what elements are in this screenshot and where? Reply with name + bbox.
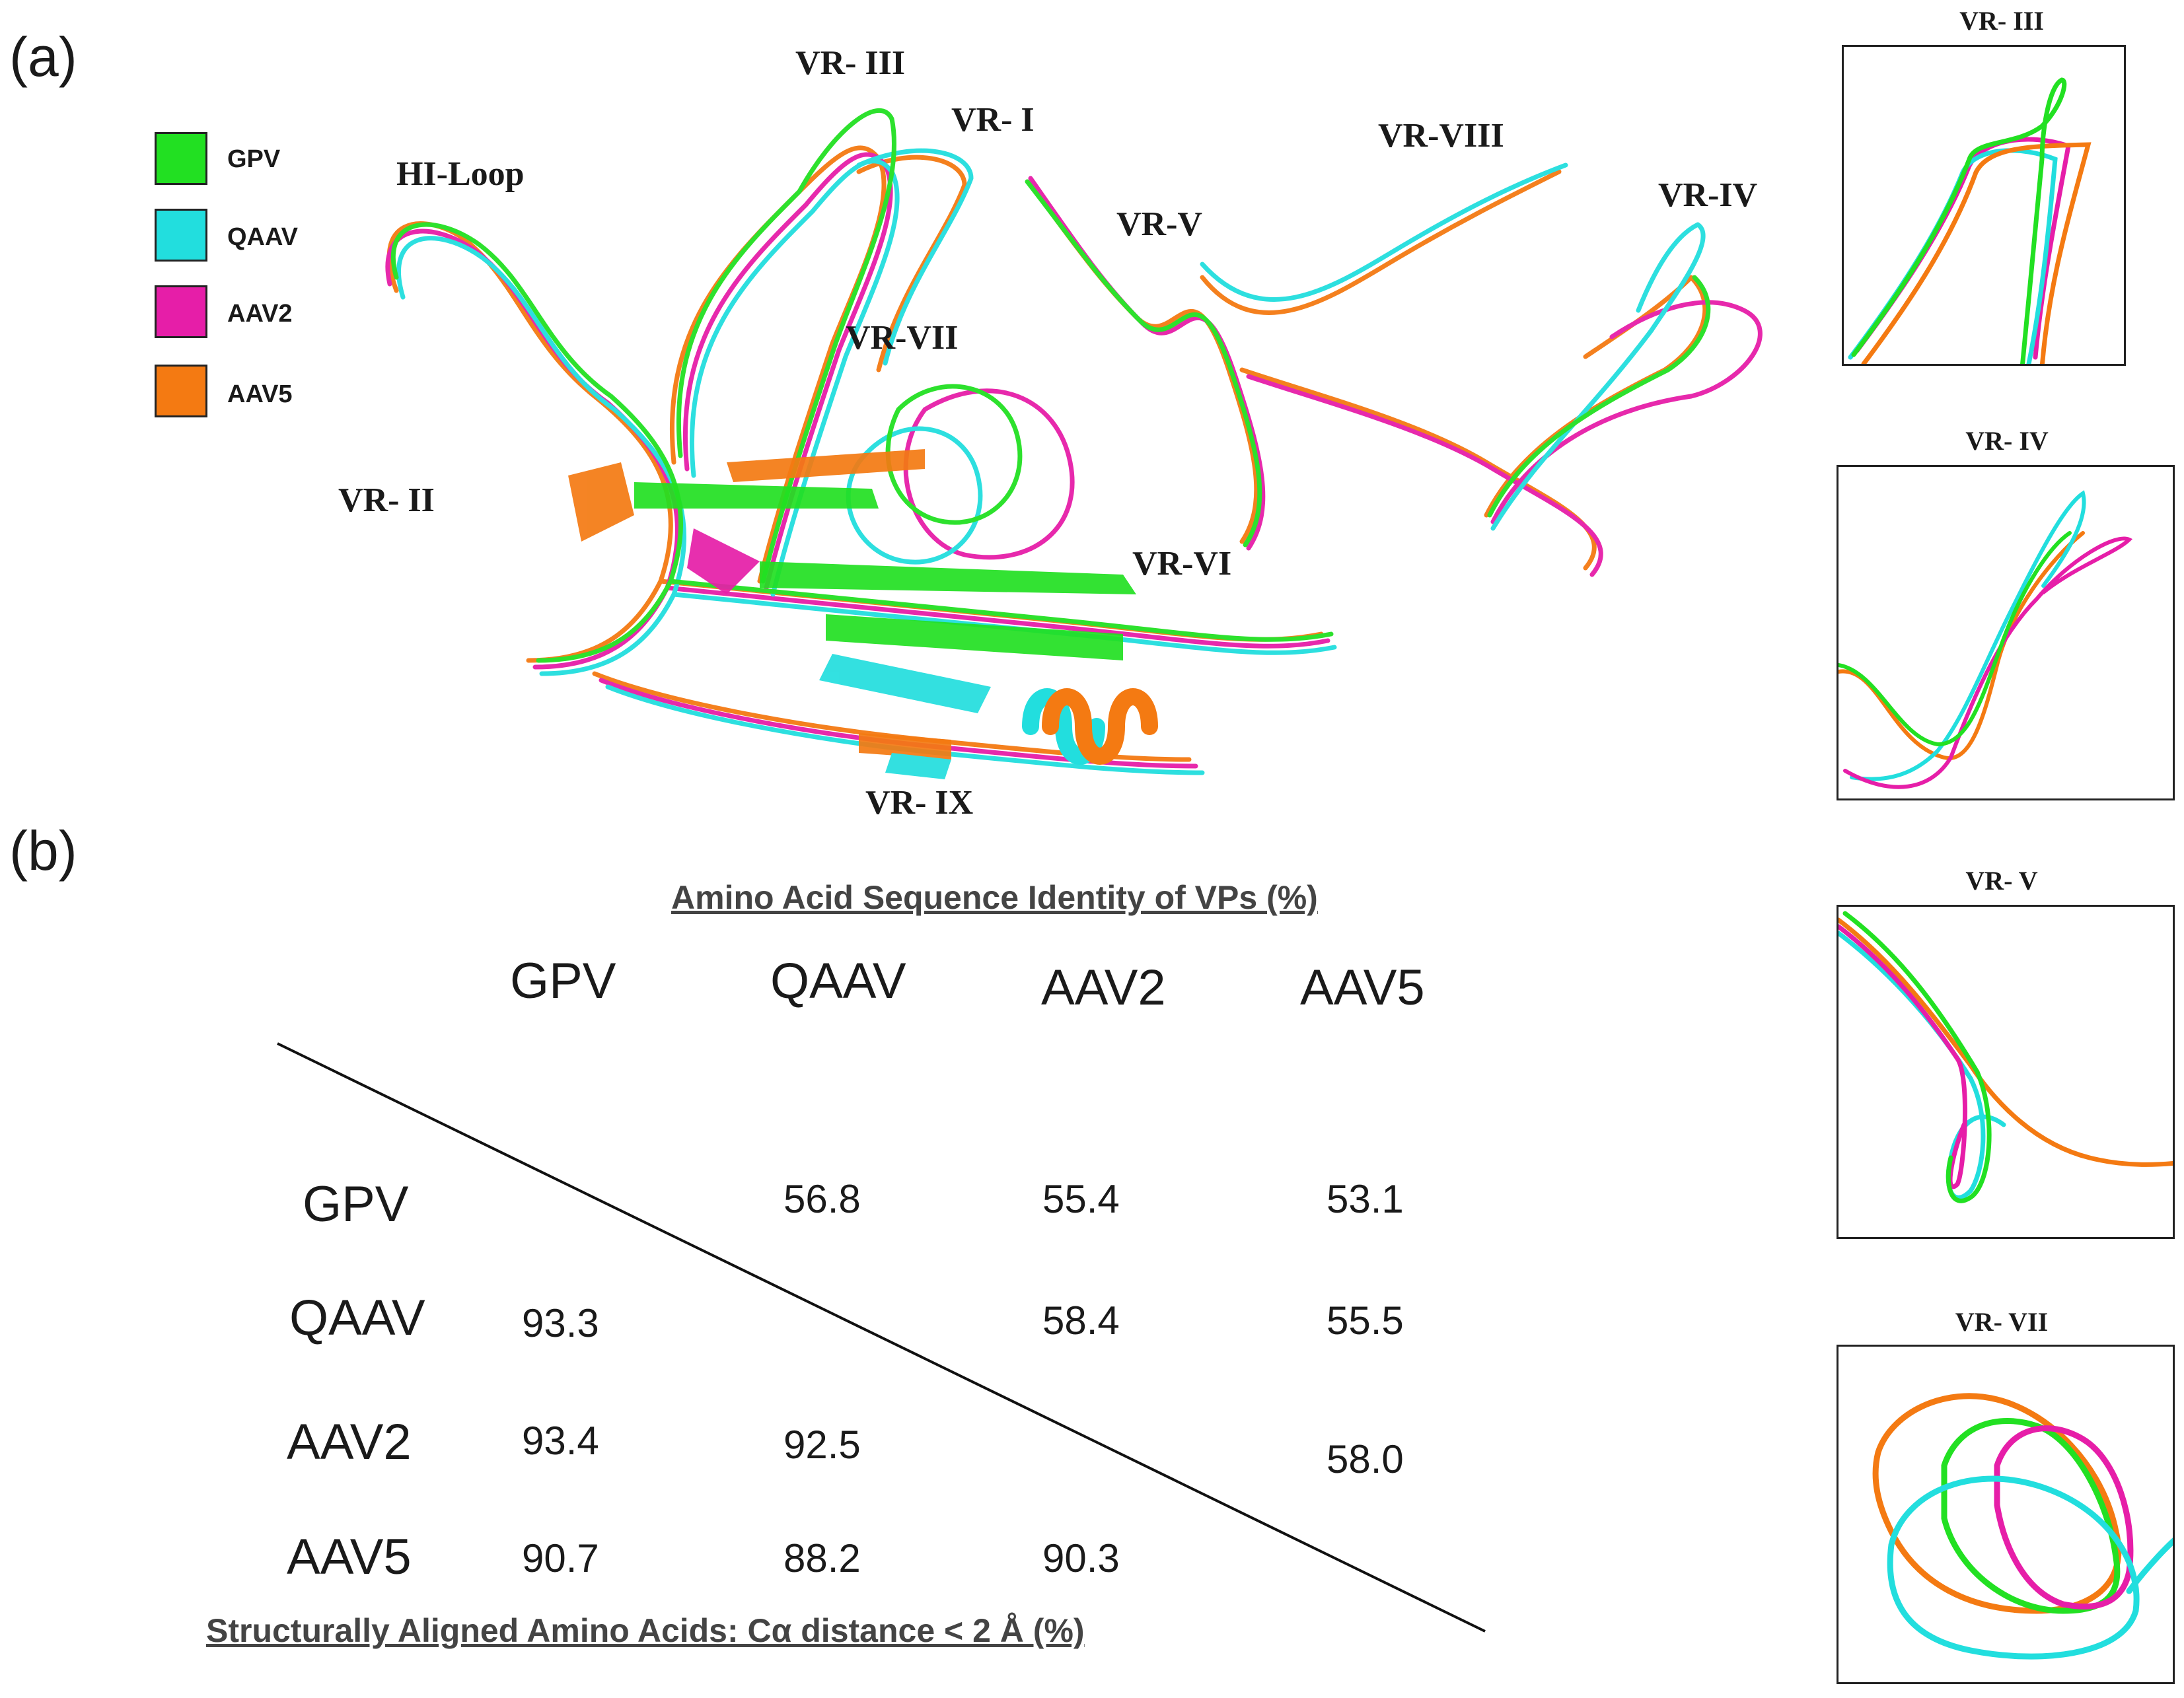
inset-vr-iv-image: [1838, 490, 2133, 789]
cell-aav5-qaav: 88.2: [783, 1536, 861, 1580]
cell-gpv-aav2: 55.4: [1042, 1177, 1120, 1221]
cell-aav5-aav2: 90.3: [1042, 1536, 1120, 1580]
inset-title-vr-v: VR- V: [1965, 866, 2038, 896]
col-head-aav5: AAV5: [1300, 960, 1425, 1016]
cell-aav5-gpv: 90.7: [522, 1536, 599, 1580]
cell-qaav-aav5: 55.5: [1327, 1298, 1404, 1343]
cell-qaav-aav2: 58.4: [1042, 1298, 1120, 1343]
table-upper-title: Amino Acid Sequence Identity of VPs (%): [671, 879, 1318, 916]
label-vr-vi: VR-VI: [1132, 545, 1232, 583]
inset-title-vr-iv: VR- IV: [1965, 426, 2049, 456]
legend-swatch-aav2: [155, 285, 207, 338]
label-vr-ii: VR- II: [338, 481, 435, 519]
table-lower-title: Structurally Aligned Amino Acids: Cα dis…: [206, 1612, 1085, 1649]
cell-aav2-aav5: 58.0: [1327, 1437, 1404, 1481]
col-head-gpv: GPV: [510, 953, 616, 1009]
row-head-aav5: AAV5: [287, 1529, 412, 1585]
inset-vr-iii: [1842, 45, 2126, 366]
cell-gpv-aav5: 53.1: [1327, 1177, 1404, 1221]
legend-label-aav2: AAV2: [227, 300, 293, 328]
inset-vr-iii-image: [1848, 77, 2092, 364]
inset-title-vr-iii: VR- III: [1959, 6, 2044, 36]
legend-label-qaav: QAAV: [227, 223, 298, 251]
label-hi-loop: HI-Loop: [396, 155, 525, 193]
label-vr-iii: VR- III: [795, 44, 906, 82]
inset-vr-v-image: [1838, 911, 2173, 1203]
inset-vr-v: [1837, 905, 2175, 1239]
legend-label-aav5: AAV5: [227, 380, 293, 408]
inset-vr-iv: [1837, 465, 2175, 800]
label-vr-i: VR- I: [951, 101, 1035, 139]
col-head-aav2: AAV2: [1041, 960, 1166, 1016]
inset-title-vr-vii: VR- VII: [1955, 1307, 2049, 1337]
cell-aav2-gpv: 93.4: [522, 1419, 599, 1463]
label-vr-ix: VR- IX: [865, 784, 974, 822]
cell-qaav-gpv: 93.3: [522, 1301, 599, 1345]
cell-aav2-qaav: 92.5: [783, 1423, 861, 1467]
row-head-gpv: GPV: [303, 1176, 409, 1232]
row-head-qaav: QAAV: [289, 1290, 425, 1346]
legend-swatch-gpv: [155, 132, 207, 185]
table-diagonal-divider: [277, 1042, 1486, 1633]
legend-swatch-qaav: [155, 209, 207, 262]
label-vr-iv: VR-IV: [1658, 176, 1758, 214]
label-vr-vii: VR-VII: [846, 319, 959, 357]
label-vr-viii: VR-VIII: [1378, 117, 1504, 155]
panel-label-a: (a): [9, 26, 77, 88]
cell-gpv-qaav: 56.8: [783, 1177, 861, 1221]
inset-vr-vii-image: [1872, 1393, 2173, 1660]
panel-label-b: (b): [9, 820, 77, 882]
row-head-aav2: AAV2: [287, 1414, 412, 1470]
inset-vr-vii: [1837, 1345, 2175, 1684]
label-vr-v: VR-V: [1116, 205, 1202, 243]
legend-label-gpv: GPV: [227, 145, 281, 173]
legend-swatch-aav5: [155, 365, 207, 417]
col-head-qaav: QAAV: [770, 953, 906, 1009]
